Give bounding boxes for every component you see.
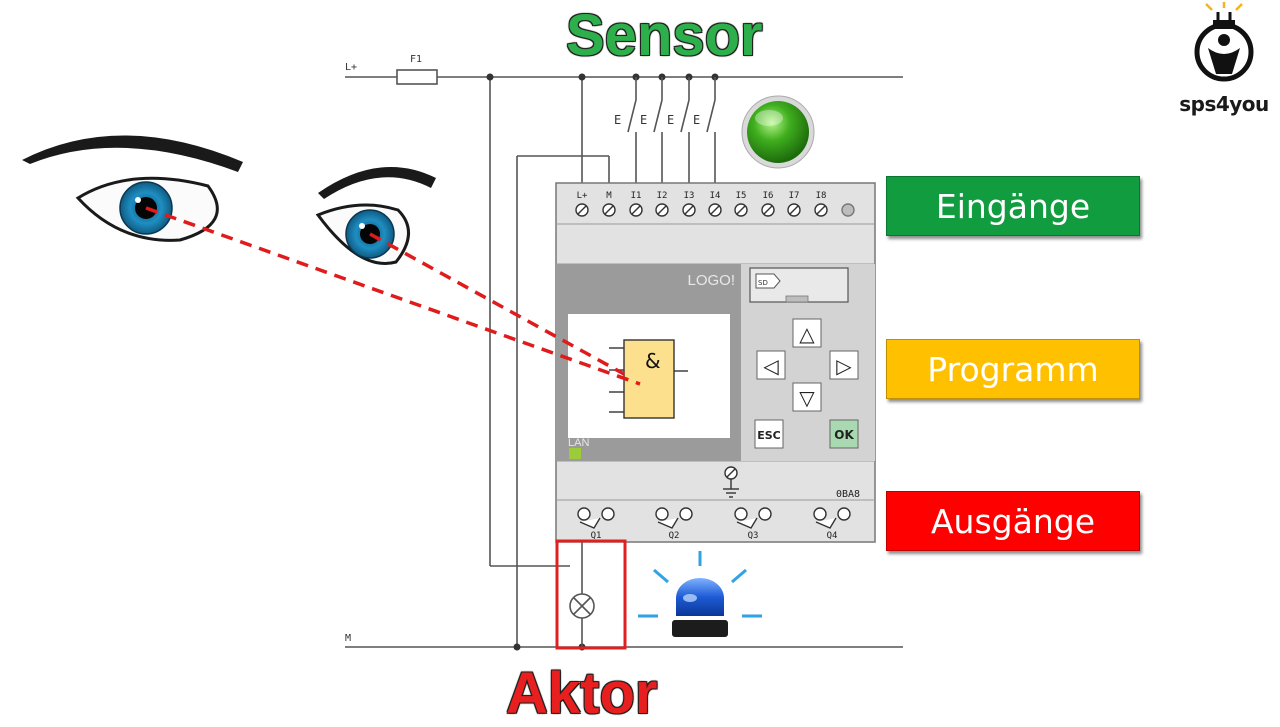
ground-label: M (345, 633, 351, 644)
key-right[interactable] (829, 350, 859, 380)
plc-logo-label: LOGO! (687, 272, 735, 289)
terminal-label-i7: I7 (789, 191, 800, 201)
actuator-lamp (569, 542, 595, 647)
keypad (754, 318, 859, 449)
outputs-label-box: Ausgänge (886, 491, 1140, 551)
output-contacts (577, 507, 851, 529)
switch-label-1: E (614, 113, 621, 127)
blue-beacon-icon (638, 551, 762, 637)
terminal-label-i8: I8 (816, 191, 827, 201)
key-ok[interactable] (829, 419, 859, 449)
lan-label: LAN (568, 437, 589, 449)
sd-card-slot (749, 267, 849, 303)
terminal-label-q2: Q2 (669, 531, 680, 541)
plc-model-label: 0BA8 (836, 489, 860, 500)
key-up-icon: △ (799, 322, 815, 346)
switch-label-4: E (693, 113, 700, 127)
supply-label: L+ (345, 62, 357, 73)
input-terminal-labels: L+ M I1 I2 I3 I4 I5 I6 I7 I8 (577, 191, 827, 201)
output-terminal-labels: Q1 Q2 Q3 Q4 (591, 531, 838, 541)
program-label-box: Programm (886, 339, 1140, 399)
terminal-label-q3: Q3 (748, 531, 759, 541)
and-gate-block (609, 339, 688, 419)
terminal-label-i5: I5 (736, 191, 747, 201)
input-indicator-lamp-glass (747, 101, 809, 163)
input-switches (627, 77, 716, 186)
key-down[interactable] (792, 382, 822, 412)
terminal-label-i4: I4 (710, 191, 721, 201)
terminal-label-lplus: L+ (577, 191, 588, 201)
inputs-label-box: Eingänge (886, 176, 1140, 236)
lan-led (569, 448, 581, 459)
key-left-icon: ◁ (762, 354, 779, 378)
switch-label-3: E (667, 113, 674, 127)
terminal-label-i3: I3 (684, 191, 695, 201)
aktor-title: Aktor (506, 661, 658, 726)
switch-label-2: E (640, 113, 647, 127)
brand-name: sps4you (1179, 92, 1269, 116)
terminal-label-m: M (606, 191, 612, 201)
switch-labels: E E E E (614, 113, 700, 127)
sensor-title: Sensor (566, 3, 763, 68)
sps4you-logo-icon (1194, 2, 1254, 82)
fuse-f1 (396, 69, 438, 85)
terminal-label-q4: Q4 (827, 531, 838, 541)
sd-label: SD (758, 279, 768, 287)
and-gate-symbol: & (645, 349, 661, 373)
key-esc-label: ESC (757, 429, 781, 442)
key-esc[interactable] (754, 419, 784, 449)
sight-lines (145, 206, 641, 386)
key-left[interactable] (756, 350, 786, 380)
terminal-label-q1: Q1 (591, 531, 602, 541)
ground-terminal (723, 466, 739, 498)
terminal-label-i1: I1 (631, 191, 642, 201)
right-eye (315, 166, 436, 265)
input-terminal-screws (575, 203, 855, 217)
brand-logo: sps4you (1172, 92, 1276, 116)
actuator-highlight-box (555, 539, 627, 650)
key-up[interactable] (792, 318, 822, 348)
terminal-label-i2: I2 (657, 191, 668, 201)
key-down-icon: ▽ (799, 386, 815, 410)
key-ok-label: OK (834, 428, 854, 442)
terminal-label-i6: I6 (763, 191, 774, 201)
key-right-icon: ▷ (836, 354, 852, 378)
left-eye (22, 135, 243, 242)
fuse-label: F1 (410, 54, 422, 65)
